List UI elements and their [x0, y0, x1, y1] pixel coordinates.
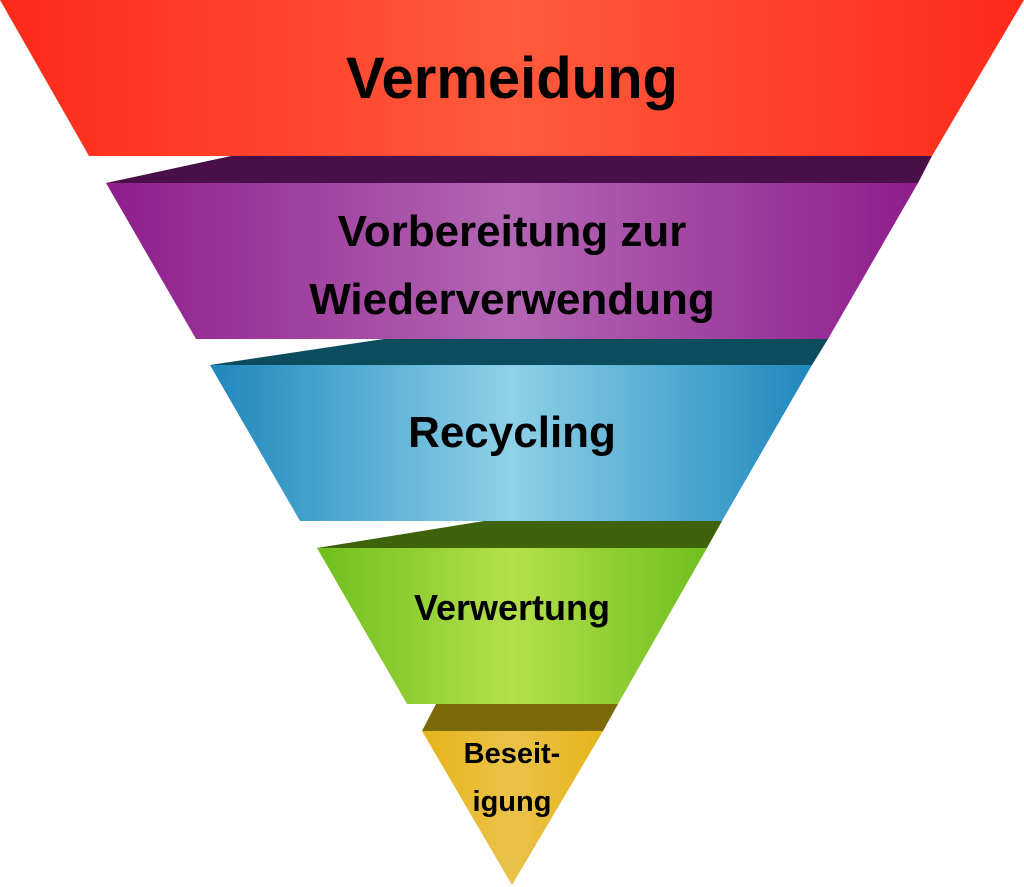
level-5-label-line-1: Beseit-: [464, 738, 561, 770]
level-5-beseitigung-band: [422, 731, 603, 885]
level-1-label: Vermeidung: [346, 46, 678, 111]
level-2-label-line-2: Wiederverwendung: [309, 275, 714, 324]
level-3-label: Recycling: [408, 408, 616, 457]
level-2-label-line-1: Vorbereitung zur: [338, 207, 687, 256]
level-5-label-line-2: igung: [473, 786, 552, 818]
level-2-vorbereitung-band: [106, 183, 918, 339]
level-4-verwertung-band: [317, 548, 707, 704]
level-4-label: Verwertung: [414, 587, 610, 628]
level-4-shade: [317, 521, 722, 548]
level-5-shade: [422, 704, 618, 731]
level-1-vermeidung-band: [0, 0, 1024, 156]
level-3-recycling-band: [210, 365, 812, 521]
level-3-shade: [210, 339, 828, 365]
level-2-shade: [106, 156, 932, 183]
